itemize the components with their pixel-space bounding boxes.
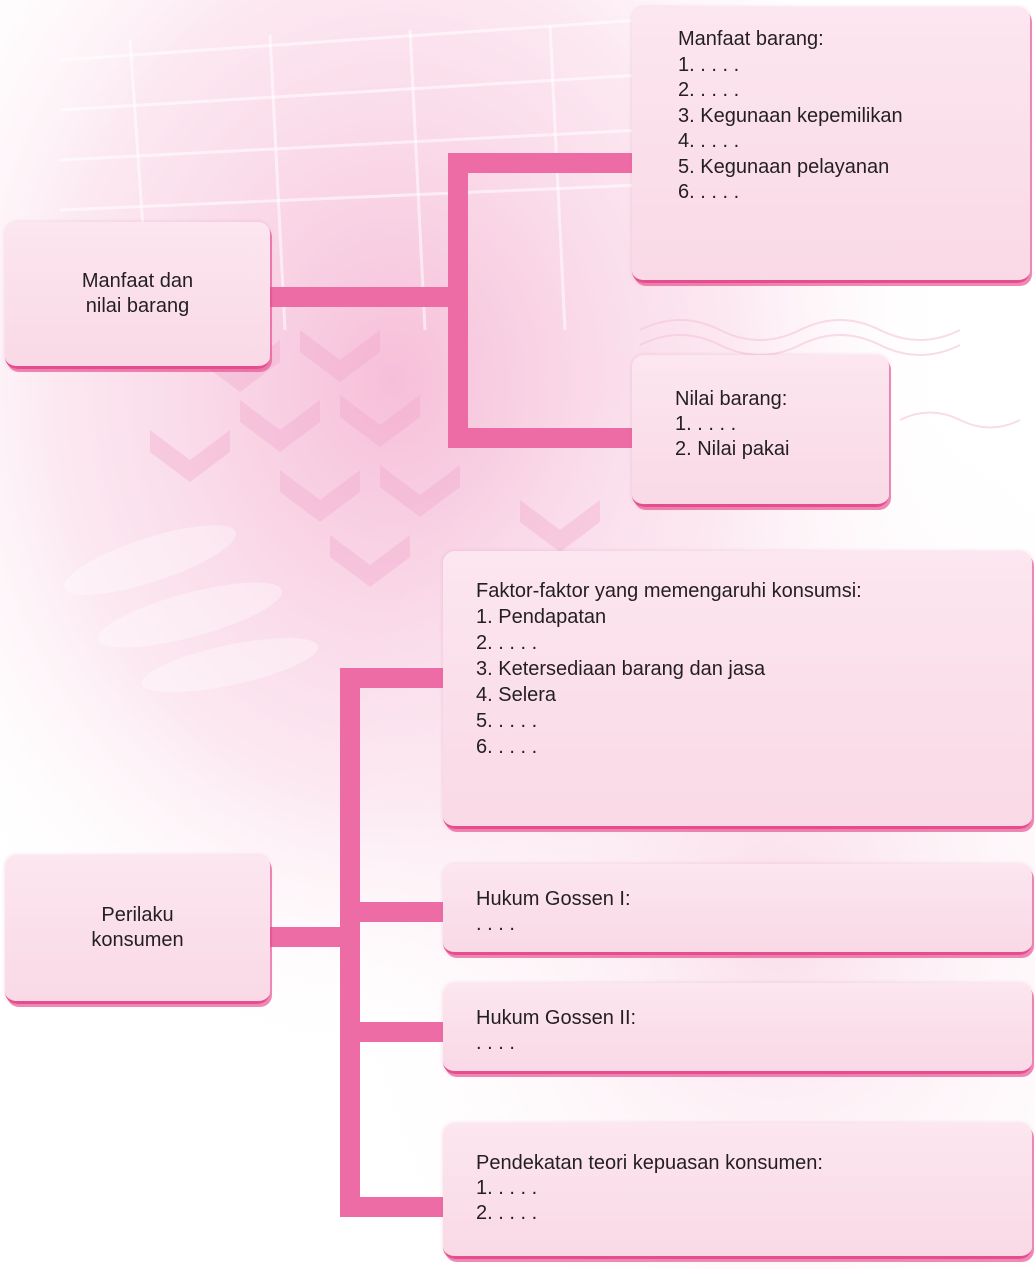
root-box-perilaku-konsumen: Perilaku konsumen <box>5 855 270 1004</box>
faktor-konsumsi-box: Faktor-faktor yang memengaruhi konsumsi:… <box>443 551 1032 829</box>
manfaat-barang-box: Manfaat barang: 1. . . . . 2. . . . . 3.… <box>632 7 1030 283</box>
box-title: Hukum Gossen II: <box>476 1007 637 1029</box>
root-box-manfaat-nilai: Manfaat dan nilai barang <box>5 222 270 369</box>
box-title: Manfaat barang: <box>678 28 824 50</box>
list-item: 2. Nilai pakai <box>675 438 790 460</box>
list-item: 5. Kegunaan pelayanan <box>678 155 890 178</box>
hukum-gossen-2-box: Hukum Gossen II: . . . . <box>443 983 1032 1074</box>
box-text: . . . . <box>476 1032 515 1054</box>
list-item: 1. . . . . <box>476 1177 538 1199</box>
box-text: . . . . <box>476 913 515 935</box>
root-label-line: Manfaat dan <box>81 270 194 292</box>
list-item: 2. . . . . <box>476 632 538 654</box>
root-label-line: nilai barang <box>85 295 190 317</box>
list-item: 1. Pendapatan <box>476 606 607 628</box>
list-item: 6. . . . . <box>476 736 538 758</box>
box-title: Hukum Gossen I: <box>476 888 631 910</box>
teori-kepuasan-box: Pendekatan teori kepuasan konsumen: 1. .… <box>443 1123 1032 1259</box>
root-label-line: Perilaku <box>101 904 174 926</box>
list-item: 6. . . . . <box>678 181 740 203</box>
list-item: 4. Selera <box>476 684 557 706</box>
box-title: Nilai barang: <box>675 388 788 410</box>
list-item: 1. . . . . <box>678 53 740 76</box>
nilai-barang-box: Nilai barang: 1. . . . . 2. Nilai pakai <box>632 355 889 507</box>
list-item: 5. . . . . <box>476 710 538 732</box>
hukum-gossen-1-box: Hukum Gossen I: . . . . <box>443 864 1032 955</box>
root-label-line: konsumen <box>91 929 184 951</box>
box-title: Pendekatan teori kepuasan konsumen: <box>476 1152 823 1174</box>
box-title: Faktor-faktor yang memengaruhi konsumsi: <box>476 580 862 602</box>
list-item: 2. . . . . <box>476 1202 538 1224</box>
list-item: 3. Ketersediaan barang dan jasa <box>476 658 766 680</box>
list-item: 2. . . . . <box>678 79 740 101</box>
list-item: 4. . . . . <box>678 130 740 152</box>
list-item: 3. Kegunaan kepemilikan <box>678 104 903 127</box>
list-item: 1. . . . . <box>675 413 737 435</box>
